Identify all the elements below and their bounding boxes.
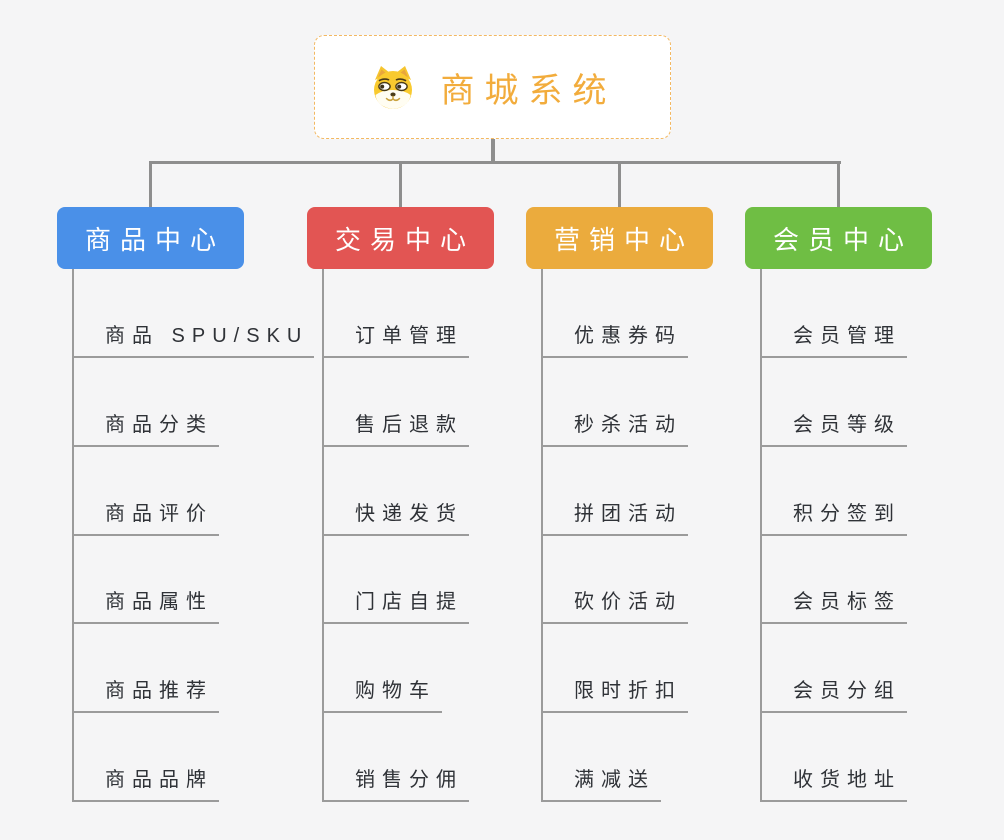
- branch-item[interactable]: 商品属性: [72, 588, 219, 624]
- branch-column: 商品中心 商品 SPU/SKU 商品分类商品评价商品属性商品推荐商品品牌: [57, 0, 315, 840]
- connector-drop: [618, 161, 621, 208]
- shiba-dog-icon: [373, 66, 412, 109]
- branch-item[interactable]: 购物车: [322, 677, 442, 713]
- branch-item[interactable]: 商品推荐: [72, 677, 219, 713]
- branch-item[interactable]: 会员分组: [760, 677, 907, 713]
- branch-item[interactable]: 商品 SPU/SKU: [72, 322, 315, 358]
- branch-item[interactable]: 门店自提: [322, 588, 469, 624]
- branch-item[interactable]: 会员标签: [760, 588, 907, 624]
- branch-item[interactable]: 满减送: [541, 766, 661, 802]
- branch-item[interactable]: 销售分佣: [322, 766, 469, 802]
- branch-header-4[interactable]: 会员中心: [745, 207, 932, 269]
- branch-item[interactable]: 商品评价: [72, 500, 219, 536]
- branch-header-1[interactable]: 商品中心: [57, 207, 244, 269]
- branch-header-2[interactable]: 交易中心: [307, 207, 494, 269]
- branch-column: 交易中心 订单管理售后退款快递发货门店自提购物车销售分佣: [307, 0, 557, 840]
- branch-item[interactable]: 商品品牌: [72, 766, 219, 802]
- connector-horizontal: [149, 161, 841, 164]
- connector-drop: [399, 161, 402, 208]
- branch-item[interactable]: 积分签到: [760, 500, 907, 536]
- branch-item[interactable]: 收货地址: [760, 766, 907, 802]
- connector-drop: [837, 161, 840, 208]
- branch-item[interactable]: 商品分类: [72, 411, 219, 447]
- connector-drop: [149, 161, 152, 208]
- branch-item[interactable]: 订单管理: [322, 322, 469, 358]
- branch-item[interactable]: 会员管理: [760, 322, 907, 358]
- root-node[interactable]: 商城系统: [314, 35, 671, 139]
- branch-item[interactable]: 砍价活动: [541, 588, 688, 624]
- branch-item[interactable]: 秒杀活动: [541, 411, 688, 447]
- branch-column: 会员中心 会员管理会员等级积分签到会员标签会员分组收货地址: [745, 0, 995, 840]
- branch-item[interactable]: 会员等级: [760, 411, 907, 447]
- branch-column: 营销中心 优惠券码秒杀活动拼团活动砍价活动限时折扣满减送: [526, 0, 776, 840]
- branch-item[interactable]: 售后退款: [322, 411, 469, 447]
- connector-root-stub: [491, 139, 495, 163]
- branch-item[interactable]: 限时折扣: [541, 677, 688, 713]
- branch-header-3[interactable]: 营销中心: [526, 207, 713, 269]
- root-title: 商城系统: [440, 71, 617, 110]
- branch-item[interactable]: 拼团活动: [541, 500, 688, 536]
- branch-item[interactable]: 快递发货: [322, 500, 469, 536]
- branch-item[interactable]: 优惠券码: [541, 322, 688, 358]
